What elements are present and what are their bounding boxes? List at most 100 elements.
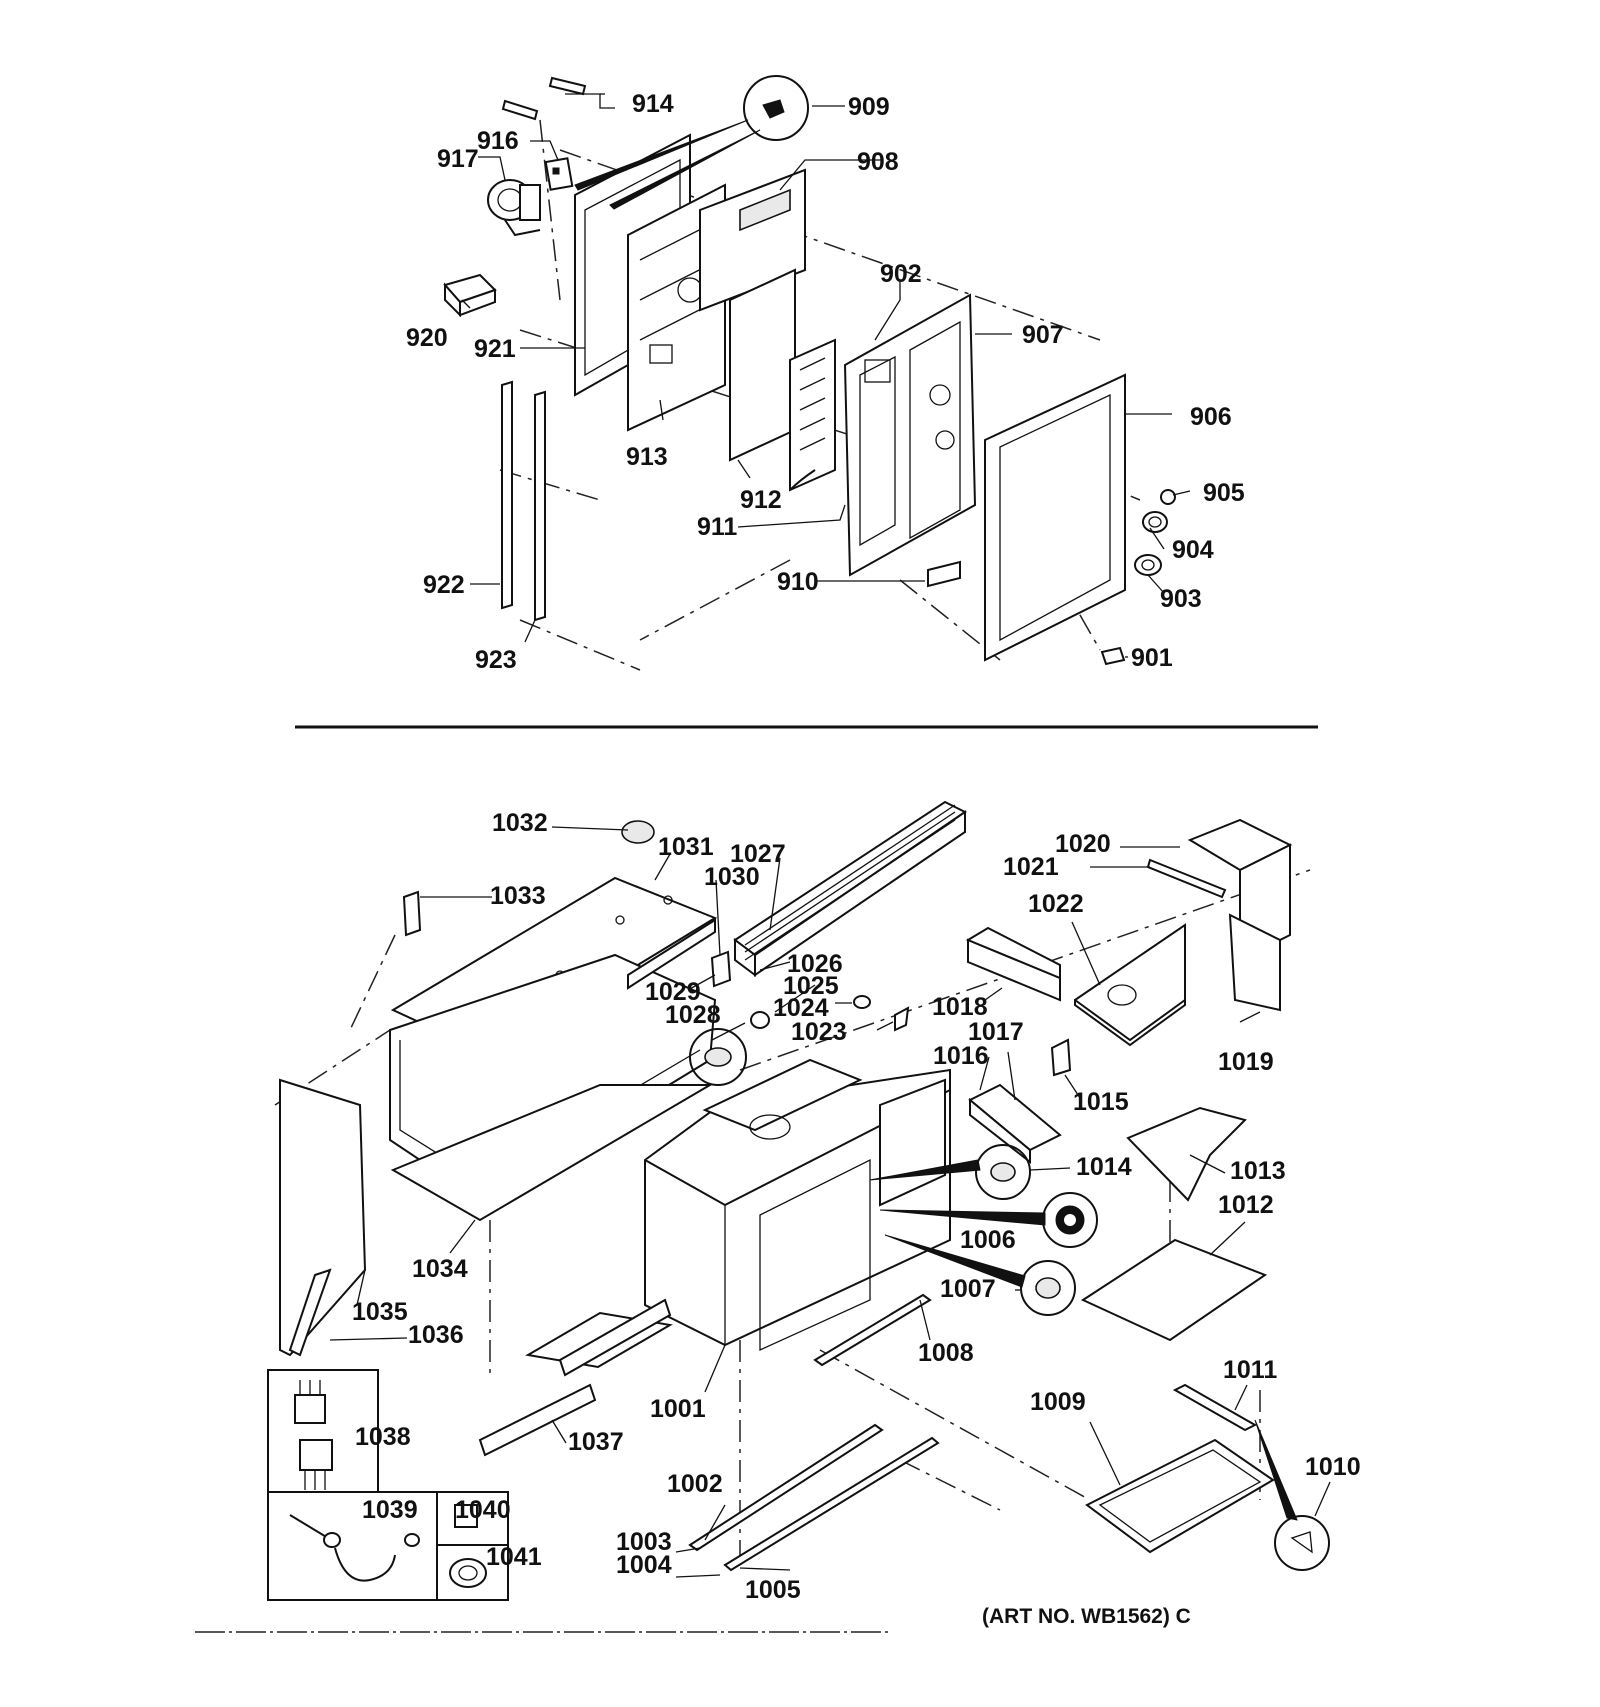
- label-1021: 1021: [1003, 853, 1059, 881]
- label-1006: 1006: [960, 1226, 1016, 1254]
- label-1008: 1008: [918, 1339, 974, 1367]
- label-913: 913: [626, 443, 668, 471]
- label-1037: 1037: [568, 1428, 624, 1456]
- part-1019-shield: [1228, 913, 1281, 1012]
- label-1017: 1017: [968, 1018, 1024, 1046]
- label-923: 923: [475, 646, 517, 674]
- part-911-touch-keypad: [789, 338, 836, 492]
- label-1033: 1033: [490, 882, 546, 910]
- part-912-membrane-cover: [729, 268, 796, 462]
- part-1016-duct: [968, 1083, 1062, 1165]
- label-901: 901: [1131, 644, 1173, 672]
- part-1039-sensor: [289, 1514, 420, 1582]
- label-907: 907: [1022, 321, 1064, 349]
- label-1038: 1038: [355, 1423, 411, 1451]
- part-901-button: [1100, 646, 1126, 666]
- part-923-strip: [534, 390, 546, 622]
- label-1019: 1019: [1218, 1048, 1274, 1076]
- part-1022-bracket: [1074, 923, 1186, 1047]
- label-1003: 1003: [616, 1528, 672, 1556]
- part-1033-plate: [402, 890, 422, 937]
- part-1028-fan-callout: [689, 1028, 747, 1086]
- label-912: 912: [740, 486, 782, 514]
- label-1007: 1007: [940, 1275, 996, 1303]
- part-1040-connector: [454, 1504, 478, 1528]
- label-1015: 1015: [1073, 1088, 1129, 1116]
- part-1011-bracket: [1172, 1383, 1258, 1432]
- label-910: 910: [777, 568, 819, 596]
- part-1023-clip: [894, 1006, 910, 1032]
- bottom-section-drawing: [195, 800, 1331, 1633]
- label-1020: 1020: [1055, 830, 1111, 858]
- part-1021-strip: [1146, 858, 1227, 899]
- part-916-switch: [544, 157, 574, 191]
- label-1030: 1030: [704, 863, 760, 891]
- label-916: 916: [477, 127, 519, 155]
- part-1024-lamp: [853, 995, 871, 1009]
- label-1041: 1041: [486, 1543, 542, 1571]
- label-1029: 1029: [645, 978, 701, 1006]
- label-917: 917: [437, 145, 479, 173]
- part-1035-side-panel: [279, 1078, 367, 1357]
- label-1016: 1016: [933, 1042, 989, 1070]
- part-1012-plate: [1080, 1238, 1268, 1342]
- label-904: 904: [1172, 536, 1214, 564]
- part-914-lamps: [501, 76, 587, 121]
- part-1006-callout: [879, 1192, 1098, 1248]
- part-907-control-panel: [843, 293, 977, 577]
- label-1032: 1032: [492, 809, 548, 837]
- label-914: 914: [632, 90, 674, 118]
- label-908: 908: [857, 148, 899, 176]
- part-1034-cabinet: [389, 953, 717, 1222]
- part-1014-callout: [869, 1144, 1031, 1200]
- label-1031: 1031: [658, 833, 714, 861]
- label-1035: 1035: [352, 1298, 408, 1326]
- part-1029-bracket: [627, 918, 716, 990]
- part-1037-base: [478, 1298, 673, 1457]
- label-1005: 1005: [745, 1576, 801, 1604]
- label-1025: 1025: [783, 972, 839, 1000]
- part-1018-duct: [965, 926, 1061, 1002]
- part-906-outer-frame: [984, 373, 1126, 662]
- part-1008-rail: [813, 1293, 932, 1367]
- part-922-strip: [501, 380, 513, 610]
- label-921: 921: [474, 335, 516, 363]
- label-1040: 1040: [455, 1496, 511, 1524]
- part-1007-callout: [884, 1234, 1076, 1316]
- part-1009-tray: [1085, 1438, 1275, 1554]
- label-1009: 1009: [1030, 1388, 1086, 1416]
- label-1001: 1001: [650, 1395, 706, 1423]
- label-906: 906: [1190, 403, 1232, 431]
- label-911: 911: [697, 513, 737, 541]
- part-903-knob: [1134, 554, 1162, 576]
- part-905-knob: [1160, 489, 1176, 505]
- label-905: 905: [1203, 479, 1245, 507]
- label-1014: 1014: [1076, 1153, 1132, 1181]
- label-1024: 1024: [773, 994, 829, 1022]
- part-1025-motor: [750, 1011, 770, 1029]
- label-1039: 1039: [362, 1496, 418, 1524]
- top-section-drawing: [443, 75, 1191, 671]
- part-1036-bracket: [288, 1268, 332, 1357]
- part-1030-clip: [710, 950, 732, 988]
- label-1023: 1023: [791, 1018, 847, 1046]
- label-1028: 1028: [665, 1001, 721, 1029]
- label-1012: 1012: [1218, 1191, 1274, 1219]
- label-909: 909: [848, 93, 890, 121]
- part-909-detail-callout: [574, 75, 809, 210]
- label-1010: 1010: [1305, 1453, 1361, 1481]
- label-1002: 1002: [667, 1470, 723, 1498]
- label-1018: 1018: [932, 993, 988, 1021]
- label-1013: 1013: [1230, 1157, 1286, 1185]
- label-1036: 1036: [408, 1321, 464, 1349]
- part-917-timer-motor: [487, 179, 541, 237]
- part-1001-oven-cavity: [644, 1058, 951, 1352]
- label-920: 920: [406, 324, 448, 352]
- part-908-display-board: [699, 168, 806, 312]
- part-1005-rail: [723, 1436, 940, 1572]
- label-903: 903: [1160, 585, 1202, 613]
- part-1041-ring: [449, 1558, 487, 1588]
- label-1011: 1011: [1223, 1356, 1277, 1384]
- art-number: (ART NO. WB1562) C: [982, 1605, 1191, 1628]
- wiring-inset-box: [267, 1369, 509, 1601]
